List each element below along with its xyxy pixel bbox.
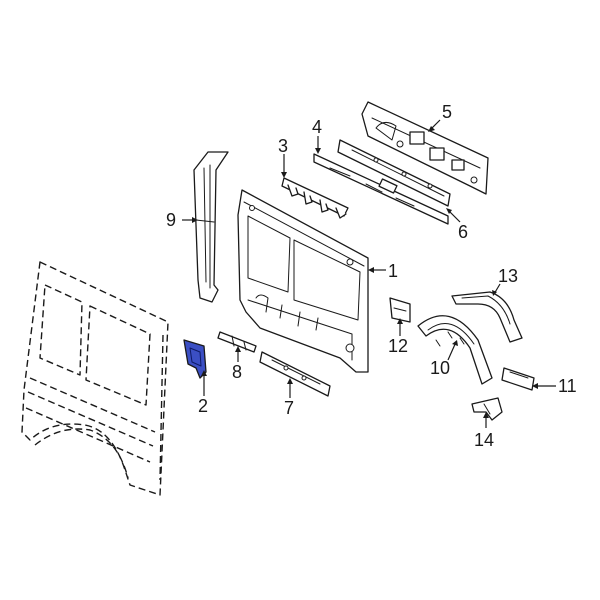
van-body-outline <box>21 261 169 496</box>
callout-9: 9 <box>166 210 176 230</box>
part-9-pillar <box>193 151 229 303</box>
part-4-rail <box>313 153 449 225</box>
leader-lines <box>182 119 556 428</box>
callout-7: 7 <box>284 398 294 418</box>
part-11-plate <box>501 367 535 391</box>
callout-12: 12 <box>388 336 408 356</box>
part-12-bracket <box>389 297 411 323</box>
callout-3: 3 <box>278 136 288 156</box>
callout-11: 11 <box>558 376 577 396</box>
part-2-bracket-highlighted <box>183 339 207 379</box>
callout-1: 1 <box>388 261 398 281</box>
part-6-cross-member <box>337 139 451 207</box>
callout-6: 6 <box>458 222 468 242</box>
part-7-sill <box>259 351 331 397</box>
part-3-bracket <box>281 177 349 219</box>
part-8-bracket <box>217 331 257 353</box>
callout-8: 8 <box>232 362 242 382</box>
callout-5: 5 <box>442 102 452 122</box>
part-10-wheelhouse <box>417 315 493 385</box>
part-14-bracket <box>471 397 503 421</box>
callout-10: 10 <box>430 358 450 378</box>
part-1-rear-panel <box>237 189 369 373</box>
callout-2: 2 <box>198 396 208 416</box>
callout-4: 4 <box>312 117 322 137</box>
part-13-wheelhouse-outer <box>451 291 523 343</box>
callouts: 1 2 3 4 5 6 7 8 9 10 11 12 13 14 <box>166 102 577 450</box>
callout-14: 14 <box>474 430 494 450</box>
part-5-header-panel <box>361 101 489 195</box>
callout-13: 13 <box>498 266 518 286</box>
